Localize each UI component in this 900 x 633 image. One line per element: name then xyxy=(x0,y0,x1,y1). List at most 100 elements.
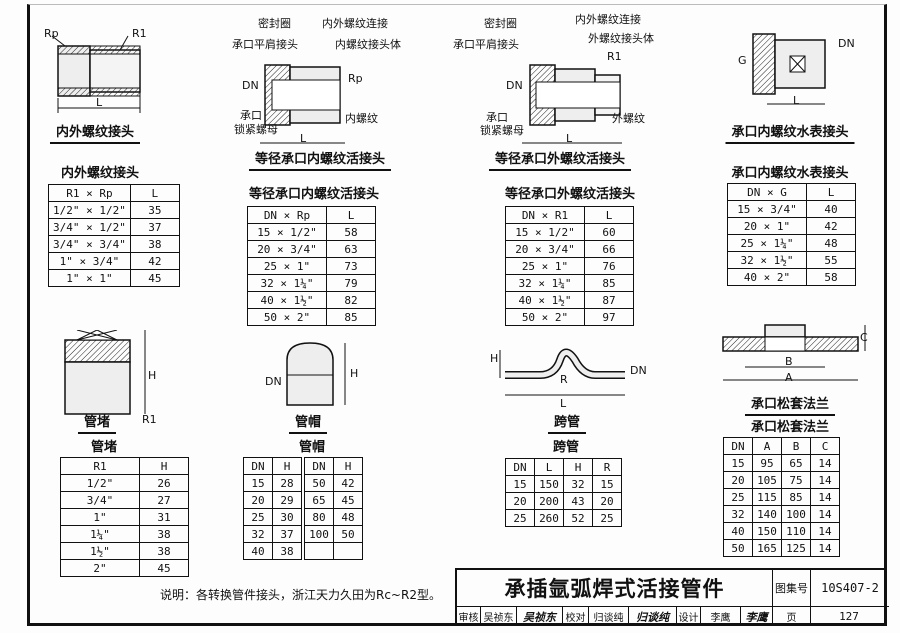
column-header: R1 × Rp xyxy=(48,184,131,202)
checker-name: 归谈纯 xyxy=(589,607,629,626)
label-rp: Rp xyxy=(348,72,363,85)
column-header: L xyxy=(806,183,856,201)
label-socket: 承口 xyxy=(240,109,262,122)
table-title-pipe-cap: 管帽 xyxy=(298,440,326,455)
table-cell: 15 × 3/4" xyxy=(727,200,807,218)
table-cell: 140 xyxy=(752,505,782,523)
label-c: C xyxy=(860,331,868,344)
table-cell: 48 xyxy=(806,234,856,252)
male-female-adapter-drawing xyxy=(51,35,141,113)
caption-loose-flange: 承口松套法兰 xyxy=(744,398,836,416)
table-cell: 100 xyxy=(781,505,811,523)
table-cell: 32 xyxy=(563,475,593,493)
label-h: H xyxy=(148,369,157,382)
female-union-drawing xyxy=(260,64,345,144)
label-lock-nut: 锁紧螺母 xyxy=(234,123,278,136)
table-cell: 25 xyxy=(505,509,535,527)
table-cell: 20 xyxy=(243,491,273,509)
table-cell: 28 xyxy=(272,474,305,492)
table-cell: 50 xyxy=(723,539,753,557)
table-cell: 25 × 1¼" xyxy=(727,234,807,252)
table-cell: 260 xyxy=(534,509,564,527)
column-header: L xyxy=(534,458,564,476)
label-lock-nut: 锁紧螺母 xyxy=(480,124,524,137)
table-title-male-female-adapter: 内外螺纹接头 xyxy=(60,166,140,181)
label-female-body: 内螺纹接头体 xyxy=(335,38,401,51)
table-cell: 1¼" xyxy=(60,525,140,543)
table-row: 3/4"27 xyxy=(60,491,189,509)
table-cell: 29 xyxy=(272,491,305,509)
column-header: H xyxy=(333,457,363,475)
table-cell: 43 xyxy=(563,492,593,510)
label-h: H xyxy=(490,352,499,365)
caption-male-female-adapter: 内外螺纹接头 xyxy=(49,126,141,144)
table-cell: 100 xyxy=(302,525,334,543)
table-cell: 65 xyxy=(302,491,334,509)
table-cell xyxy=(333,542,363,560)
sheet-frame xyxy=(27,4,887,626)
table-cell: 3/4" xyxy=(60,491,140,509)
signature-row: 审核 吴祯东 吴祯东 校对 归谈纯 归谈纯 设计 李鹰 李鹰 页 127 xyxy=(457,607,887,626)
table-row: 3/4" × 3/4"38 xyxy=(48,235,180,253)
table-cell: 20 xyxy=(505,492,535,510)
table-cell: 14 xyxy=(810,522,840,540)
table-cell: 1/2" × 1/2" xyxy=(48,201,131,219)
table-title-male-union: 等径承口外螺纹活接头 xyxy=(504,187,636,202)
table-cell: 1½" xyxy=(60,542,140,560)
title-block: 承插氩弧焊式活接管件 图集号 10S407-2 审核 吴祯东 吴祯东 校对 归谈… xyxy=(455,568,889,626)
table-cell: 20 xyxy=(592,492,622,510)
column-header: A xyxy=(752,437,782,455)
atlas-label: 图集号 xyxy=(773,570,811,607)
column-header: C xyxy=(810,437,840,455)
label-dn: DN xyxy=(630,364,647,377)
label-seal: 密封圈 xyxy=(258,17,291,30)
table-cell: 79 xyxy=(326,274,376,292)
caption-water-meter-adapter: 承口内螺纹水表接头 xyxy=(725,126,855,144)
table-row: 1½"38 xyxy=(60,542,189,560)
table-cell: 14 xyxy=(810,471,840,489)
table-cell: 25 xyxy=(592,509,622,527)
column-header: L xyxy=(129,184,180,202)
table-cell: 45 xyxy=(333,491,363,509)
table-row: 1"31 xyxy=(60,508,189,526)
table-title-crossover-pipe: 跨管 xyxy=(552,440,580,455)
table-cell: 85 xyxy=(781,488,811,506)
table-cell: 38 xyxy=(139,542,189,560)
reviewer-signature: 吴祯东 xyxy=(517,607,563,626)
table-cell: 1/2" xyxy=(60,474,140,492)
table-row: 15 × 3/4"40 xyxy=(727,200,856,218)
table-cell: 38 xyxy=(129,235,180,253)
column-header: DN xyxy=(505,458,535,476)
label-thread-connection: 内外螺纹连接 xyxy=(322,17,388,30)
table-row: 2"45 xyxy=(60,559,189,577)
table-row: 1" × 1"45 xyxy=(48,269,180,287)
table-cell: 25 xyxy=(723,488,753,506)
table-cell: 95 xyxy=(752,454,782,472)
table-row: 20 × 3/4"63 xyxy=(247,240,376,258)
table-row: 32 × 1½"55 xyxy=(727,251,856,269)
table-cell: 27 xyxy=(139,491,189,509)
label-rp: Rp xyxy=(44,27,59,40)
table-cell: 50 × 2" xyxy=(247,308,327,326)
table-cell: 58 xyxy=(806,268,856,286)
column-header: R1 xyxy=(60,457,140,475)
table-cell: 58 xyxy=(326,223,376,241)
label-l: L xyxy=(793,94,800,107)
table-cell: 52 xyxy=(563,509,593,527)
label-r: R xyxy=(560,373,568,386)
column-header: DN xyxy=(723,437,753,455)
table-cell: 48 xyxy=(333,508,363,526)
table-cell: 31 xyxy=(139,508,189,526)
table-cell: 97 xyxy=(584,308,634,326)
atlas-number: 10S407-2 xyxy=(811,570,889,607)
table-cell: 65 xyxy=(781,454,811,472)
table-cell: 42 xyxy=(333,474,363,492)
